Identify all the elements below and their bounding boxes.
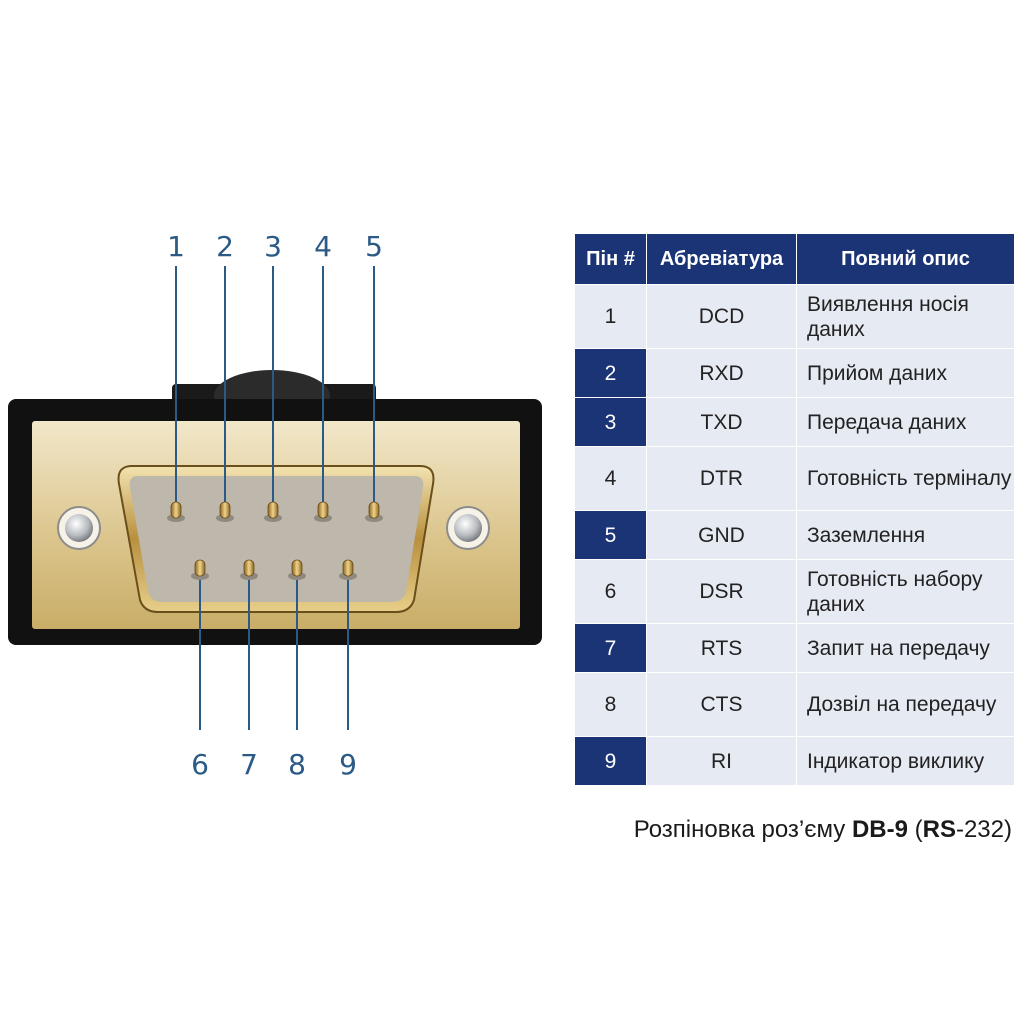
description-cell: Дозвіл на передачу	[796, 672, 1015, 737]
abbreviation-cell: DSR	[646, 559, 797, 624]
header-abbreviation: Абревіатура	[646, 233, 797, 285]
connector-pins	[167, 501, 383, 580]
d-sub-face	[129, 476, 424, 602]
pin-cell: 1	[574, 284, 647, 349]
abbreviation-cell: GND	[646, 510, 797, 560]
abbreviation-cell: RTS	[646, 623, 797, 673]
pin-label-3: 3	[264, 230, 282, 263]
table-header-row: Пін # Абревіатура Повний опис	[574, 233, 1015, 285]
mounting-screw-left	[57, 506, 101, 550]
pin-cell: 8	[574, 672, 647, 737]
pin-label-9: 9	[339, 748, 357, 781]
pin-cell: 2	[574, 348, 647, 398]
abbreviation-cell: DTR	[646, 446, 797, 511]
pin-label-8: 8	[288, 748, 306, 781]
caption-connector-name: DB-9	[851, 816, 908, 843]
pin-4	[314, 501, 332, 522]
pin-label-1: 1	[167, 230, 185, 263]
pin-7	[240, 559, 258, 580]
header-full-description: Повний опис	[796, 233, 1015, 285]
caption-suffix: -232)	[955, 816, 1012, 843]
pin-label-2: 2	[216, 230, 234, 263]
pin-cell: 5	[574, 510, 647, 560]
pin-6	[191, 559, 209, 580]
pin-5	[365, 501, 383, 522]
abbreviation-cell: DCD	[646, 284, 797, 349]
caption-prefix: Розпіновка роз’єму	[633, 816, 852, 843]
pin-cell: 9	[574, 736, 647, 786]
pin-label-7: 7	[240, 748, 258, 781]
description-cell: Готовність набору даних	[796, 559, 1015, 624]
figure-caption: Розпіновка роз’єму DB-9 (RS-232)	[634, 816, 1012, 844]
description-cell: Готовність терміналу	[796, 446, 1015, 511]
description-cell: Виявлення носія даних	[796, 284, 1015, 349]
pin-cell: 3	[574, 397, 647, 447]
abbreviation-cell: CTS	[646, 672, 797, 737]
pin-8	[288, 559, 306, 580]
pin-cell: 4	[574, 446, 647, 511]
pin-1	[167, 501, 185, 522]
header-pin-number: Пін #	[574, 233, 647, 285]
pin-9	[339, 559, 357, 580]
pin-2	[216, 501, 234, 522]
pin-3	[264, 501, 282, 522]
pin-cell: 7	[574, 623, 647, 673]
mounting-screw-right	[446, 506, 490, 550]
caption-standard-name: RS	[922, 816, 956, 843]
description-cell: Заземлення	[796, 510, 1015, 560]
leader-lines	[175, 266, 375, 730]
description-cell: Індикатор виклику	[796, 736, 1015, 786]
caption-middle: (	[907, 816, 923, 843]
pin-cell: 6	[574, 559, 647, 624]
pin-label-4: 4	[314, 230, 332, 263]
description-cell: Передача даних	[796, 397, 1015, 447]
pin-label-6: 6	[191, 748, 209, 781]
abbreviation-cell: RI	[646, 736, 797, 786]
description-cell: Прийом даних	[796, 348, 1015, 398]
abbreviation-cell: TXD	[646, 397, 797, 447]
description-cell: Запит на передачу	[796, 623, 1015, 673]
abbreviation-cell: RXD	[646, 348, 797, 398]
pin-label-5: 5	[365, 230, 383, 263]
